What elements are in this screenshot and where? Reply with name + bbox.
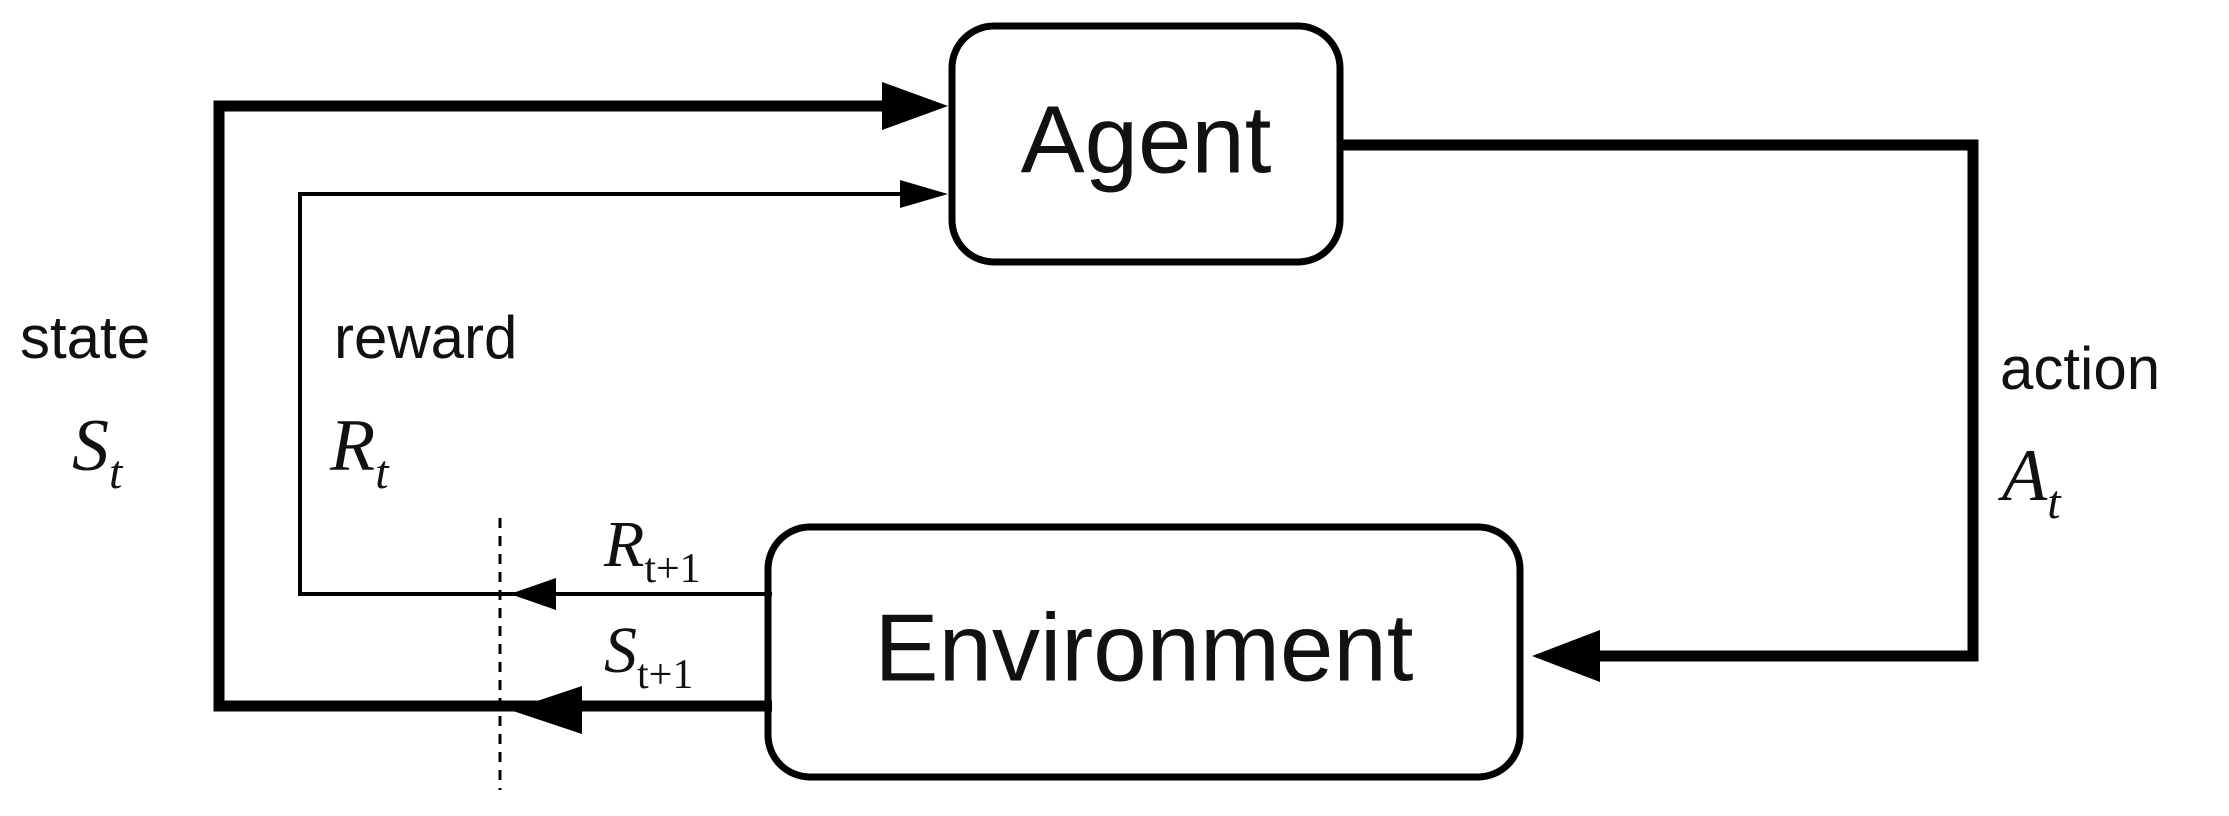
action-symbol-letter: A [1997,435,2048,517]
environment-box [764,523,1524,781]
reward-arrowhead [900,180,948,208]
reward-label: reward [334,304,517,371]
action-label: action [2000,335,2160,402]
next-reward-arrowhead [510,578,556,610]
next-reward-symbol: Rt+1 [603,508,701,592]
state-feedback-line [213,100,890,712]
reward-symbol-subscript: t [375,446,390,499]
next-state-symbol-subscript: t+1 [637,652,693,698]
state-symbol-letter: S [72,405,109,487]
action-symbol-subscript: t [2047,476,2062,529]
action-arrowhead [1532,630,1600,682]
action-line [1340,139,1979,662]
next-state-symbol: St+1 [604,614,693,698]
agent-label: Agent [1021,86,1272,193]
action-symbol: At [1997,435,2062,529]
reward-symbol: Rt [329,405,390,499]
reward-symbol-letter: R [329,405,375,487]
next-reward-symbol-letter: R [603,508,644,581]
state-symbol-subscript: t [109,446,124,499]
next-state-arrowhead [510,686,582,734]
state-label: state [20,304,150,371]
next-reward-symbol-subscript: t+1 [644,546,700,592]
state-arrowhead [882,82,948,130]
environment-label: Environment [875,594,1414,701]
next-state-symbol-letter: S [604,614,637,687]
state-symbol: St [72,405,124,499]
